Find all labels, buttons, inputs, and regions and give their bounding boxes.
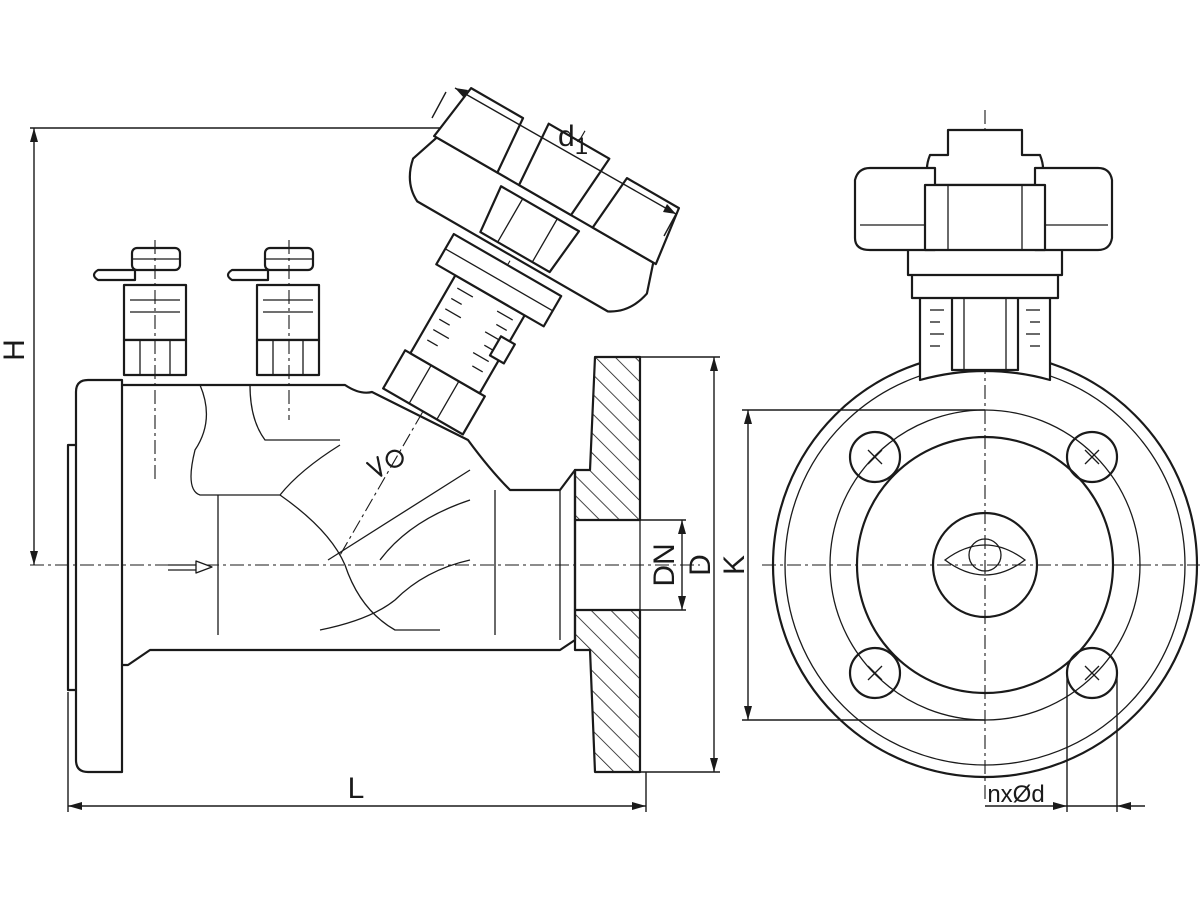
front-bonnet (906, 243, 1064, 382)
bore-circle (931, 511, 1039, 619)
test-point-right (226, 240, 321, 420)
bolt-hole-bottom-left (848, 646, 902, 700)
dimension-bolt-holes: nxØd (985, 673, 1145, 812)
flow-arrow-icon (168, 560, 213, 574)
dimension-DN: DN (640, 519, 686, 611)
label-H: H (0, 339, 31, 361)
label-L: L (348, 772, 365, 805)
dimension-d1: d1 (431, 87, 677, 237)
dimension-K: K (718, 409, 985, 721)
test-point-left (92, 240, 188, 480)
dimension-H: H (0, 127, 440, 565)
front-view: K nxØd (718, 110, 1200, 812)
left-flange (66, 378, 124, 774)
valve-body (120, 383, 577, 667)
dimension-D: D (640, 356, 720, 773)
bonnet-and-handwheel (339, 87, 681, 556)
flow-direction-mark (366, 449, 404, 477)
bolt-hole-bottom-right (1065, 646, 1119, 700)
label-d1: d1 (558, 120, 588, 160)
label-K: K (718, 555, 751, 575)
side-view: H d1 DN D (0, 87, 720, 812)
bolt-hole-top-left (848, 430, 902, 484)
front-handwheel (853, 128, 1114, 252)
dimension-L: L (67, 692, 647, 812)
label-bolt-holes: nxØd (987, 781, 1044, 808)
label-DN: DN (648, 543, 681, 586)
bolt-hole-top-right (1065, 430, 1119, 484)
label-D: D (684, 554, 717, 576)
